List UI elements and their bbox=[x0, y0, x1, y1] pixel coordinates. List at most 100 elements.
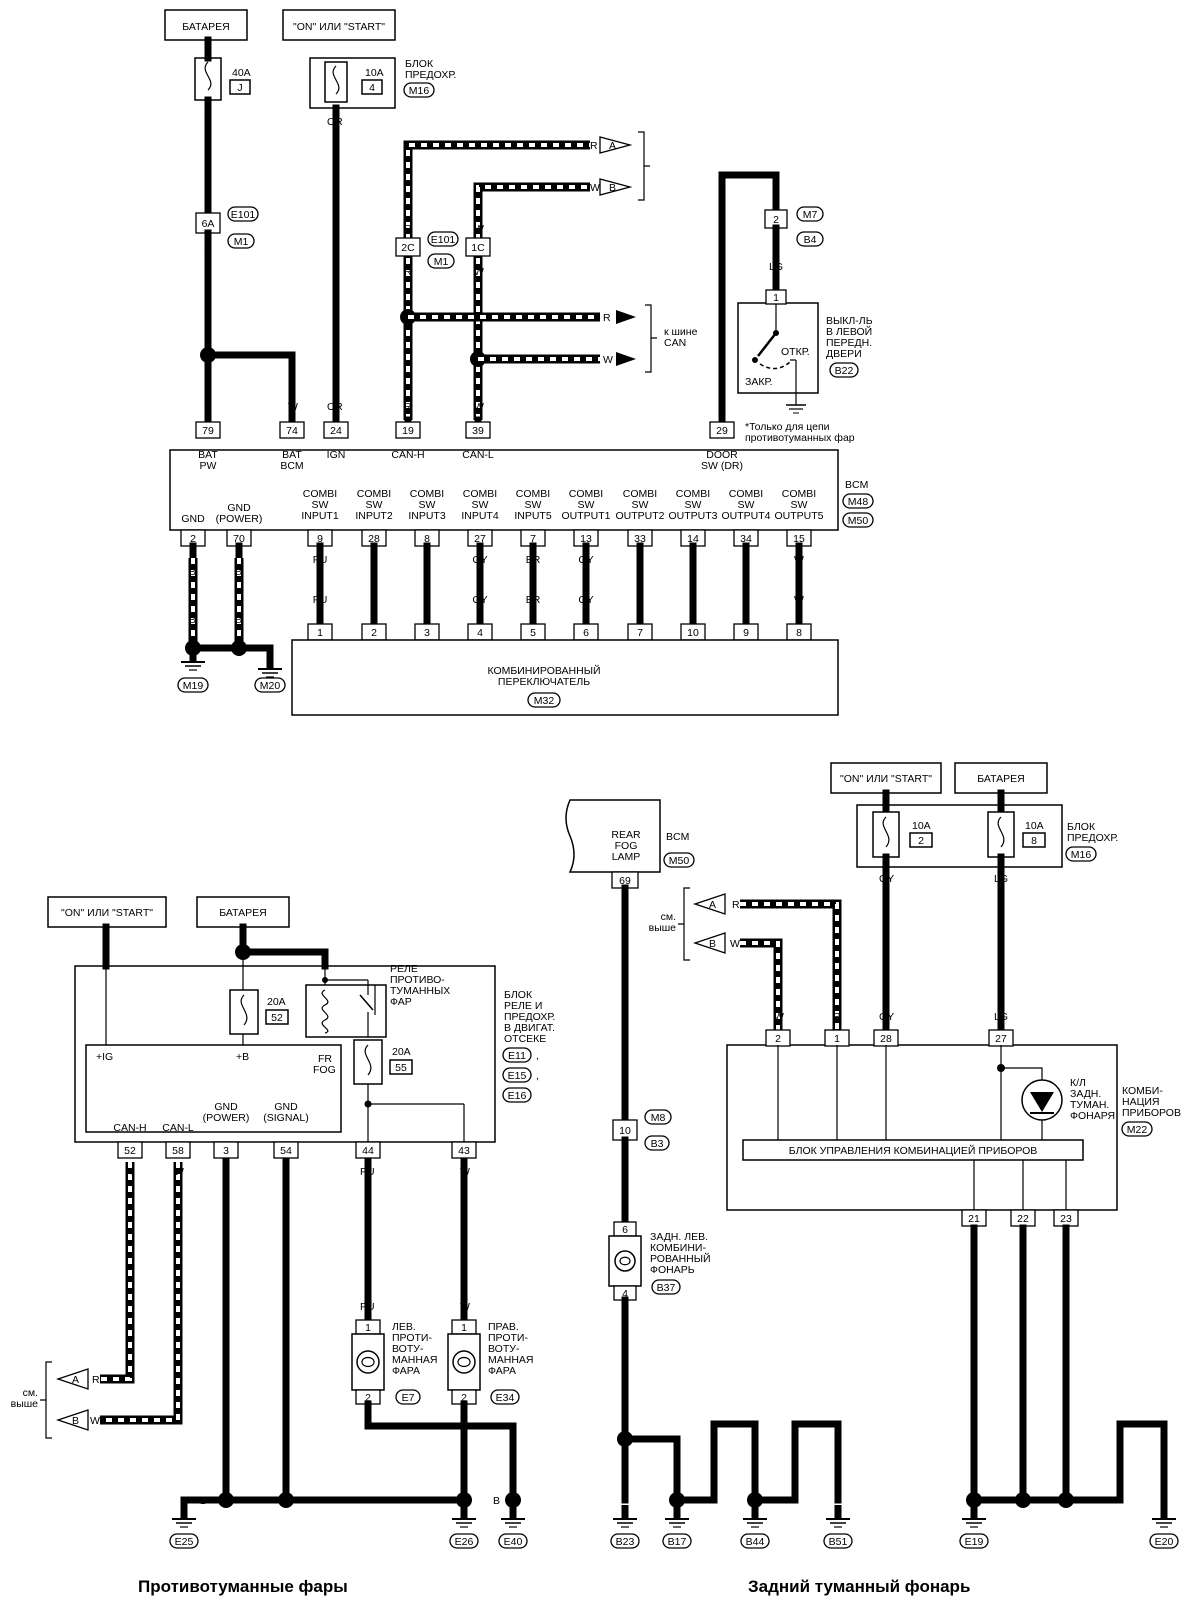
svg-text:A: A bbox=[72, 1374, 79, 1386]
ground-e26: E26 bbox=[455, 1536, 474, 1548]
wire-color: G bbox=[370, 554, 378, 566]
ipdm-ig: +IG bbox=[96, 1051, 113, 1063]
rear-lamp-pin-top: 6 bbox=[622, 1224, 628, 1236]
wire-color: P bbox=[689, 554, 696, 566]
svg-text:B: B bbox=[235, 614, 242, 626]
door-b4: B4 bbox=[804, 234, 817, 246]
svg-text:R: R bbox=[621, 1097, 629, 1109]
bcm-gnd-pin-70-num: 70 bbox=[233, 533, 245, 545]
svg-text:W: W bbox=[603, 354, 613, 366]
rear-ign-label: "ON" ИЛИ "START" bbox=[840, 773, 932, 785]
svg-text:M1: M1 bbox=[434, 256, 449, 268]
ground-b51: B51 bbox=[829, 1536, 848, 1548]
fog-battery-box bbox=[196, 896, 290, 928]
ipdm-pin-44 bbox=[355, 1141, 381, 1159]
bcm-pin-label-39: CAN-L bbox=[462, 449, 494, 461]
ipdm-pin-label-52: CAN-H bbox=[113, 1122, 146, 1134]
ipdm-pin-58 bbox=[165, 1141, 191, 1159]
ipdm-pin-label-3: GND(POWER) bbox=[203, 1101, 250, 1124]
joint-6a-label: 6A bbox=[202, 218, 215, 230]
ground-e19: E19 bbox=[965, 1536, 984, 1548]
lamp-right-conn: E34 bbox=[496, 1392, 515, 1404]
title-fog-lamps: Противотуманные фары bbox=[138, 1577, 348, 1596]
wire-color: GY bbox=[472, 594, 487, 606]
fog-ign-label: "ON" ИЛИ "START" bbox=[61, 907, 153, 919]
svg-text:B: B bbox=[282, 1471, 289, 1483]
ground-e40: E40 bbox=[504, 1536, 523, 1548]
combi-sw-pin-3-num: 3 bbox=[424, 627, 430, 639]
svg-text:B: B bbox=[1062, 1473, 1069, 1485]
rear-fuse-block-conn: M16 bbox=[1071, 849, 1092, 861]
bcm-pin-39 bbox=[465, 421, 491, 439]
svg-text:1: 1 bbox=[461, 1322, 467, 1334]
bcm-label: BCM bbox=[845, 479, 868, 491]
svg-text:Y: Y bbox=[204, 198, 211, 210]
rear-fuse-2-num: 2 bbox=[918, 835, 924, 847]
svg-text:B: B bbox=[621, 1473, 628, 1485]
svg-text:B: B bbox=[189, 614, 196, 626]
door-open-label: ОТКР. bbox=[781, 346, 810, 358]
top-section: БАТАРЕЯ 40A J "ON" ИЛИ "START" 10A 4 БЛО… bbox=[164, 9, 874, 716]
wire-color: L bbox=[424, 594, 430, 606]
fuse-52 bbox=[229, 989, 259, 1035]
meter-top-pin-28-num: 28 bbox=[880, 1033, 892, 1045]
rear-fuse-8-rating: 10A bbox=[1025, 820, 1044, 832]
combi-sw-pin-9-num: 9 bbox=[743, 627, 749, 639]
svg-text:B: B bbox=[1062, 1235, 1069, 1247]
bcm-pin-29-num: 29 bbox=[716, 425, 728, 437]
wire-color: PU bbox=[313, 554, 328, 566]
door-pin: 2 bbox=[773, 214, 779, 226]
wire-color: Y bbox=[742, 554, 749, 566]
svg-text:B: B bbox=[189, 566, 196, 578]
svg-text:R: R bbox=[621, 1205, 629, 1217]
ipdm-pin-3-num: 3 bbox=[223, 1145, 229, 1157]
svg-text:B: B bbox=[970, 1235, 977, 1247]
door-m7: M7 bbox=[803, 209, 818, 221]
rear-battery-label: БАТАРЕЯ bbox=[977, 773, 1025, 785]
meter-control-unit bbox=[742, 1139, 1084, 1161]
rear-bcm-conn: M50 bbox=[669, 855, 690, 867]
joint-2c: 2C bbox=[401, 242, 415, 254]
meter-top-pin-27-num: 27 bbox=[995, 1033, 1007, 1045]
bcm-out-pin-7-num: 7 bbox=[530, 533, 536, 545]
svg-text:E101: E101 bbox=[431, 234, 456, 246]
svg-text:R: R bbox=[590, 140, 598, 152]
wire-color: GY bbox=[578, 594, 593, 606]
svg-text:LG: LG bbox=[994, 873, 1008, 885]
svg-text:L: L bbox=[718, 401, 724, 413]
svg-text:W: W bbox=[474, 266, 484, 278]
svg-text:,: , bbox=[536, 1070, 539, 1082]
svg-text:1: 1 bbox=[365, 1322, 371, 1334]
svg-text:B: B bbox=[222, 1471, 229, 1483]
bcm-gnd-pin-2-num: 2 bbox=[190, 533, 196, 545]
svg-text:B: B bbox=[460, 1411, 467, 1423]
wire-color: GY bbox=[578, 554, 593, 566]
bcm-out-pin-13-num: 13 bbox=[580, 533, 592, 545]
wire-color: R bbox=[636, 554, 644, 566]
svg-text:B: B bbox=[834, 1473, 841, 1485]
ipdm-pin-3 bbox=[213, 1141, 239, 1159]
ground-b44: B44 bbox=[746, 1536, 765, 1548]
bcm-out-pin-34-num: 34 bbox=[740, 533, 752, 545]
wire-color: R bbox=[636, 594, 644, 606]
wire-color: Y bbox=[742, 594, 749, 606]
rear-conn-b3: B3 bbox=[651, 1138, 664, 1150]
ground-m20: M20 bbox=[260, 680, 281, 692]
wire-color: GY bbox=[472, 554, 487, 566]
meter-bot-pin-22-num: 22 bbox=[1017, 1213, 1029, 1225]
wire-color: W bbox=[794, 554, 804, 566]
rear-fuse-2-rating: 10A bbox=[912, 820, 931, 832]
ipdm-inner bbox=[85, 1044, 342, 1133]
lamp-left-conn: E7 bbox=[402, 1392, 415, 1404]
